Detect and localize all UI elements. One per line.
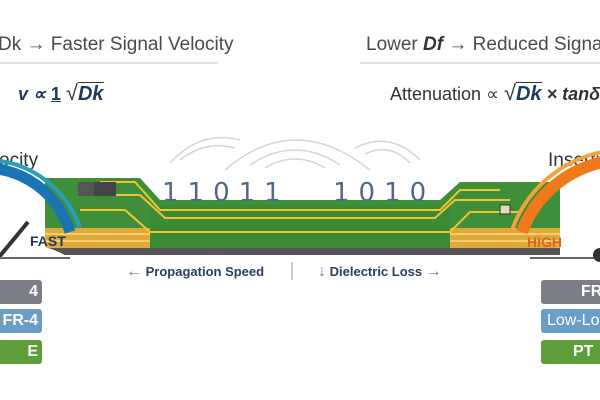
insertion-loss-gauge xyxy=(510,150,600,262)
high-label: HIGH xyxy=(527,234,562,250)
attenuation-formula: Attenuation ∝ √Dk × tanδ xyxy=(390,80,600,105)
material-right-2: Low-Lo xyxy=(541,309,600,333)
material-left-1: 4 xyxy=(0,280,42,304)
bits-left: 11011 xyxy=(162,178,290,208)
arrow-right-icon: → xyxy=(425,263,442,280)
material-left-3: E xyxy=(0,340,42,364)
gauge-needle xyxy=(593,248,600,262)
arrow-down-icon: ↓ xyxy=(318,263,326,280)
velocity-gauge-title: ocity xyxy=(0,150,39,171)
signal-waves xyxy=(169,136,421,171)
bits-right: 1010 xyxy=(333,178,436,208)
fast-label: FAST xyxy=(30,233,66,249)
material-right-1: FR xyxy=(541,280,600,304)
arrow-left-icon: ← xyxy=(126,263,142,280)
velocity-heading: Dk → Faster Signal Velocity xyxy=(0,34,234,55)
dielectric-loss-label: ↓ Dielectric Loss → xyxy=(318,263,442,280)
divider xyxy=(360,62,600,64)
material-left-2: FR-4 xyxy=(0,309,42,333)
propagation-speed-label: ← Propagation Speed xyxy=(126,263,265,280)
velocity-formula: v ∝ 1 √Dk xyxy=(18,80,104,105)
loss-heading: Lower Df → Reduced Signal xyxy=(366,34,600,55)
divider xyxy=(0,62,218,64)
pcb-board xyxy=(45,178,560,255)
velocity-gauge xyxy=(0,159,82,260)
gauge-needle xyxy=(0,220,30,260)
material-right-3: PT xyxy=(541,340,600,364)
